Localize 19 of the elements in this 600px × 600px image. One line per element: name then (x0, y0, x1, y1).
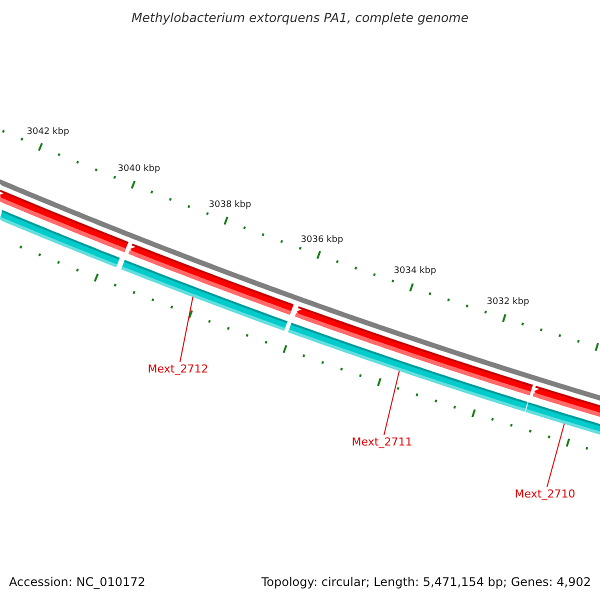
gene-bar (0, 210, 120, 268)
scale-label: 3034 kbp (394, 266, 436, 276)
leader-line (384, 370, 400, 436)
leader-line (546, 423, 565, 488)
gene-bar (121, 260, 288, 331)
title: Methylobacterium extorquens PA1, complete genome (131, 10, 469, 25)
leader-line (180, 296, 194, 362)
scale-label: 3032 kbp (486, 297, 530, 307)
footer-text: Accession: NC_010172 (9, 575, 146, 589)
scale-label: 3040 kbp (118, 164, 160, 174)
footer-text: Topology: circular; Length: 5,471,154 bp; Genes: 4,902 (261, 575, 591, 589)
gene-bar (526, 402, 600, 434)
gene-label: Mext_2711 (352, 436, 412, 448)
gene-label: Mext_2710 (514, 488, 576, 500)
scale-label: 3042 kbp (26, 127, 70, 137)
gene-bar (288, 322, 528, 412)
scale-label: 3038 kbp (208, 200, 252, 210)
gene-label: Mext_2712 (148, 362, 208, 376)
scale-label: 3036 kbp (300, 235, 344, 245)
